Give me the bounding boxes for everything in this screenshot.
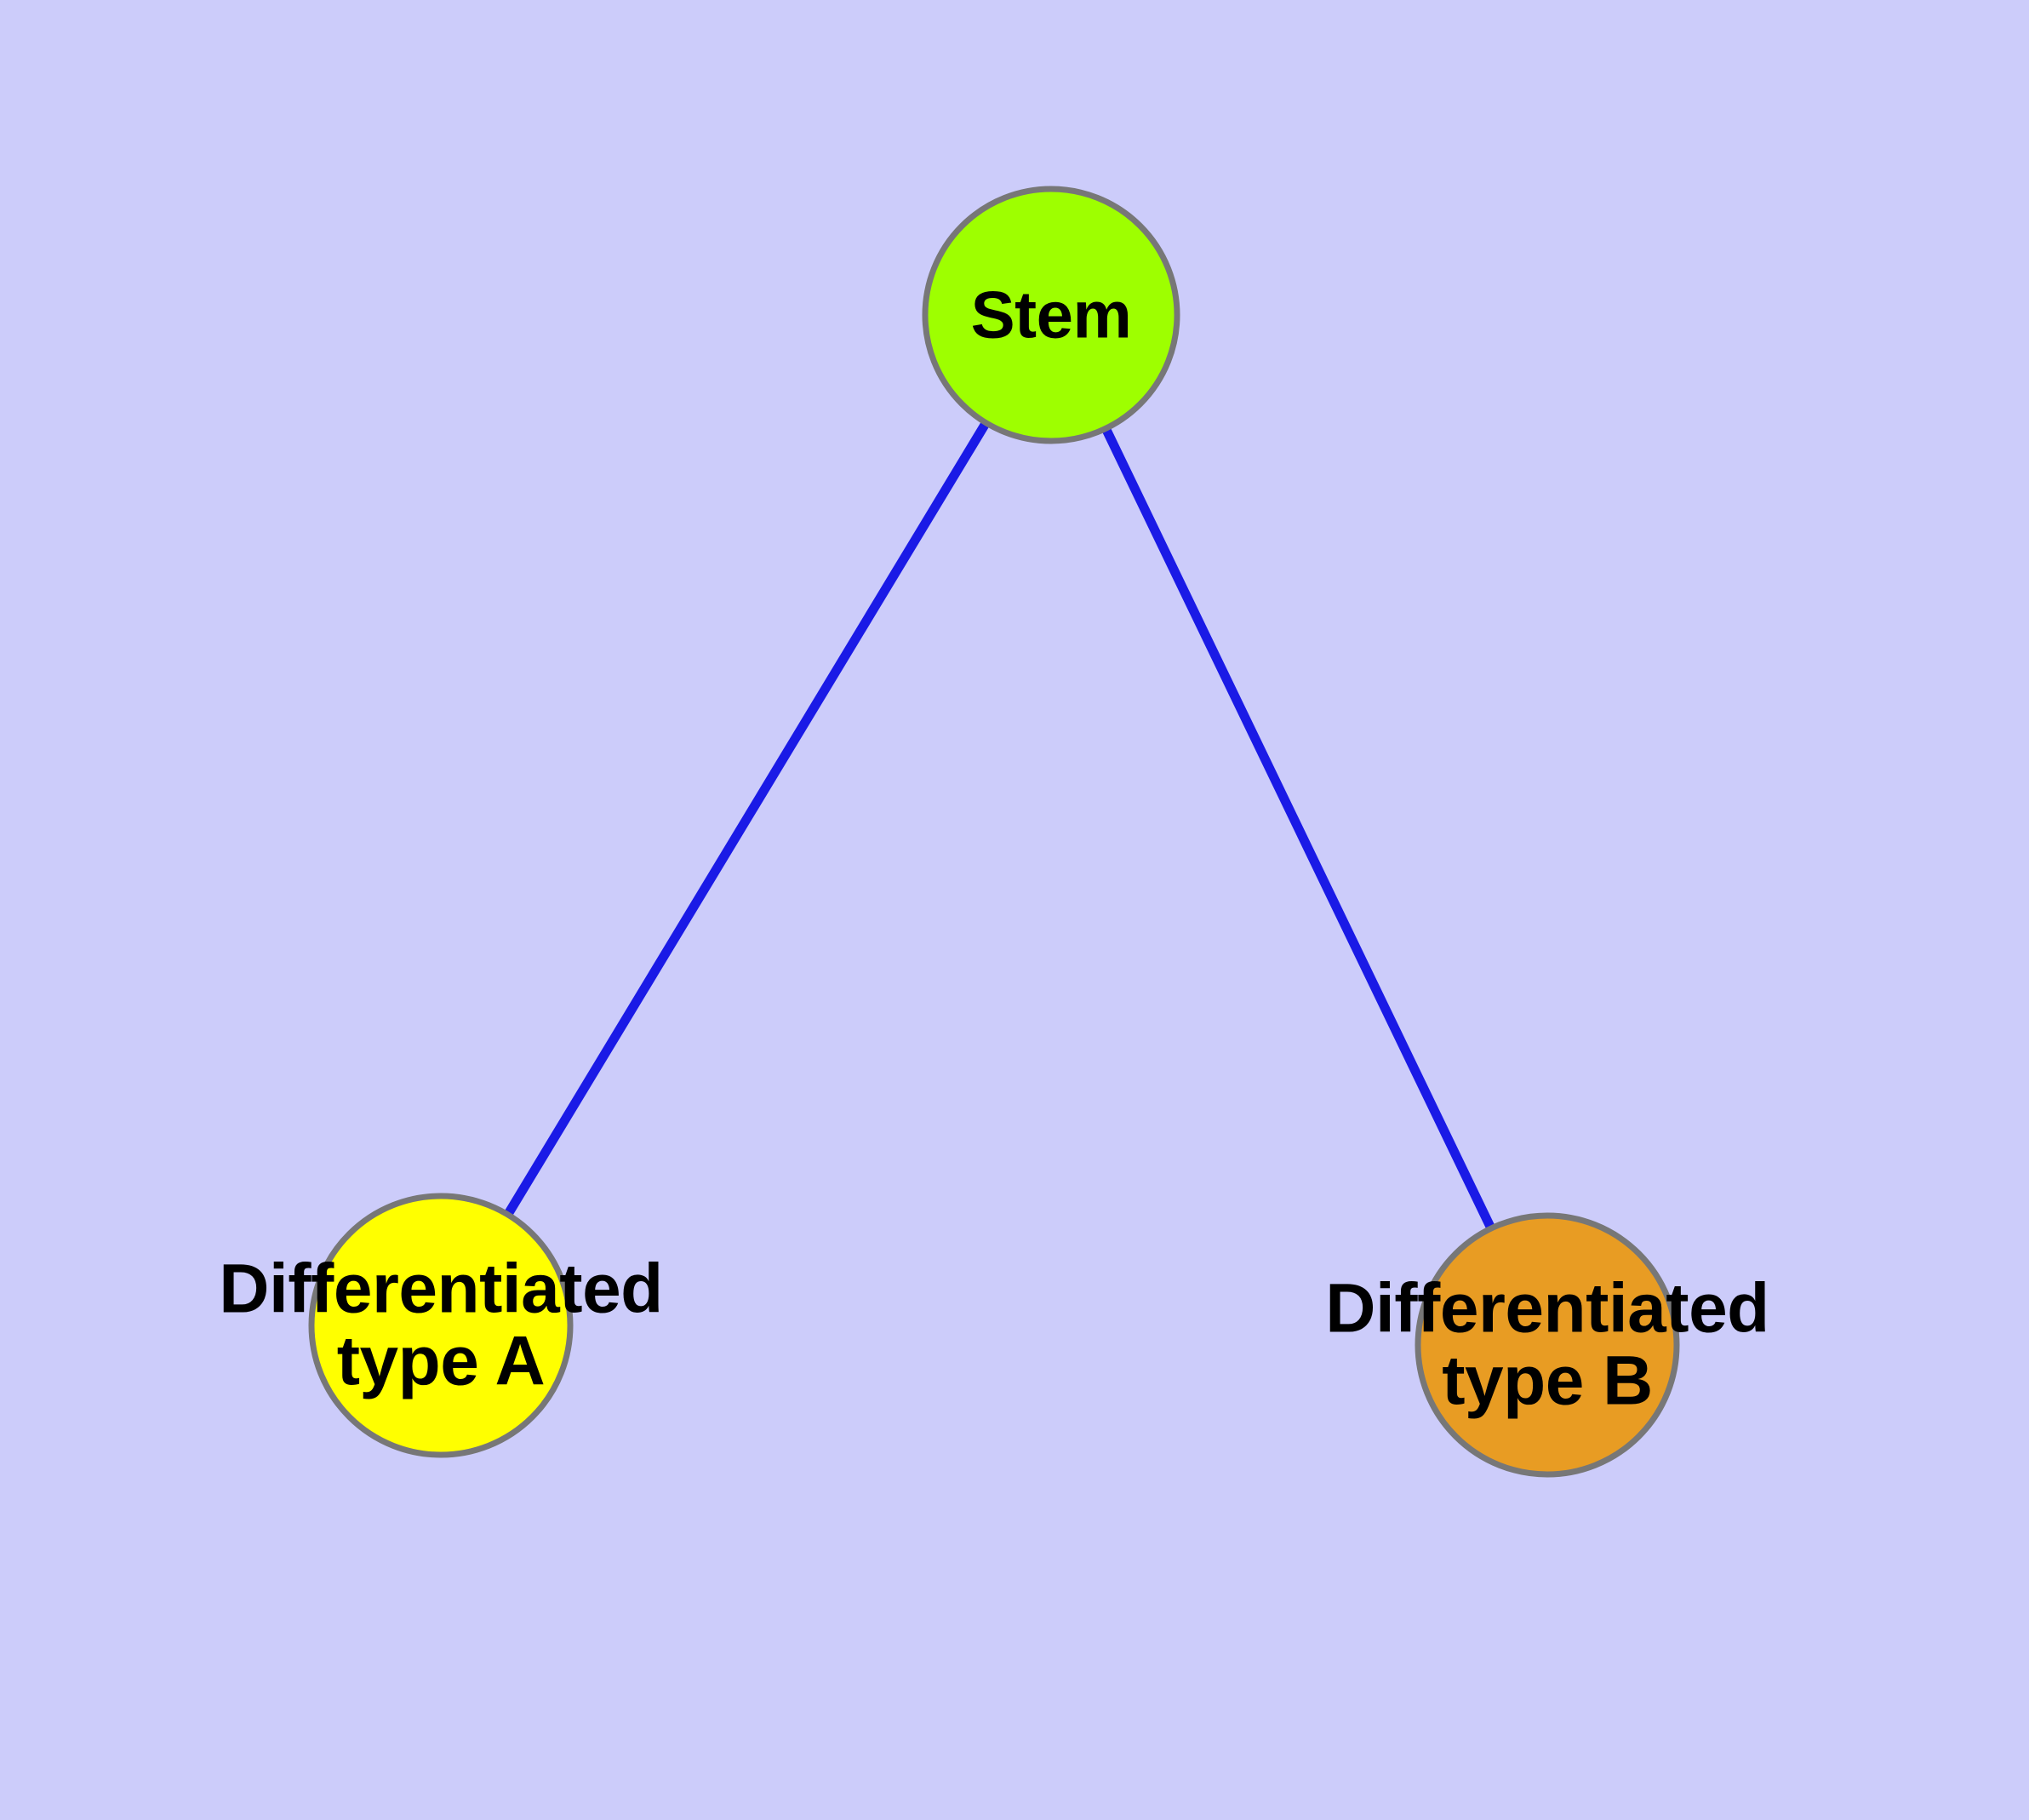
graph-edge-stem-to-diff-b: [1047, 312, 1552, 1348]
edge-layer: [437, 312, 1552, 1348]
graph-node-diff_b[interactable]: [1415, 1212, 1680, 1478]
graph-edge-stem-to-diff-a: [437, 312, 1055, 1328]
graph-node-diff_a[interactable]: [308, 1193, 574, 1458]
graph-node-stem[interactable]: [922, 186, 1180, 444]
node-layer: [308, 186, 1680, 1478]
